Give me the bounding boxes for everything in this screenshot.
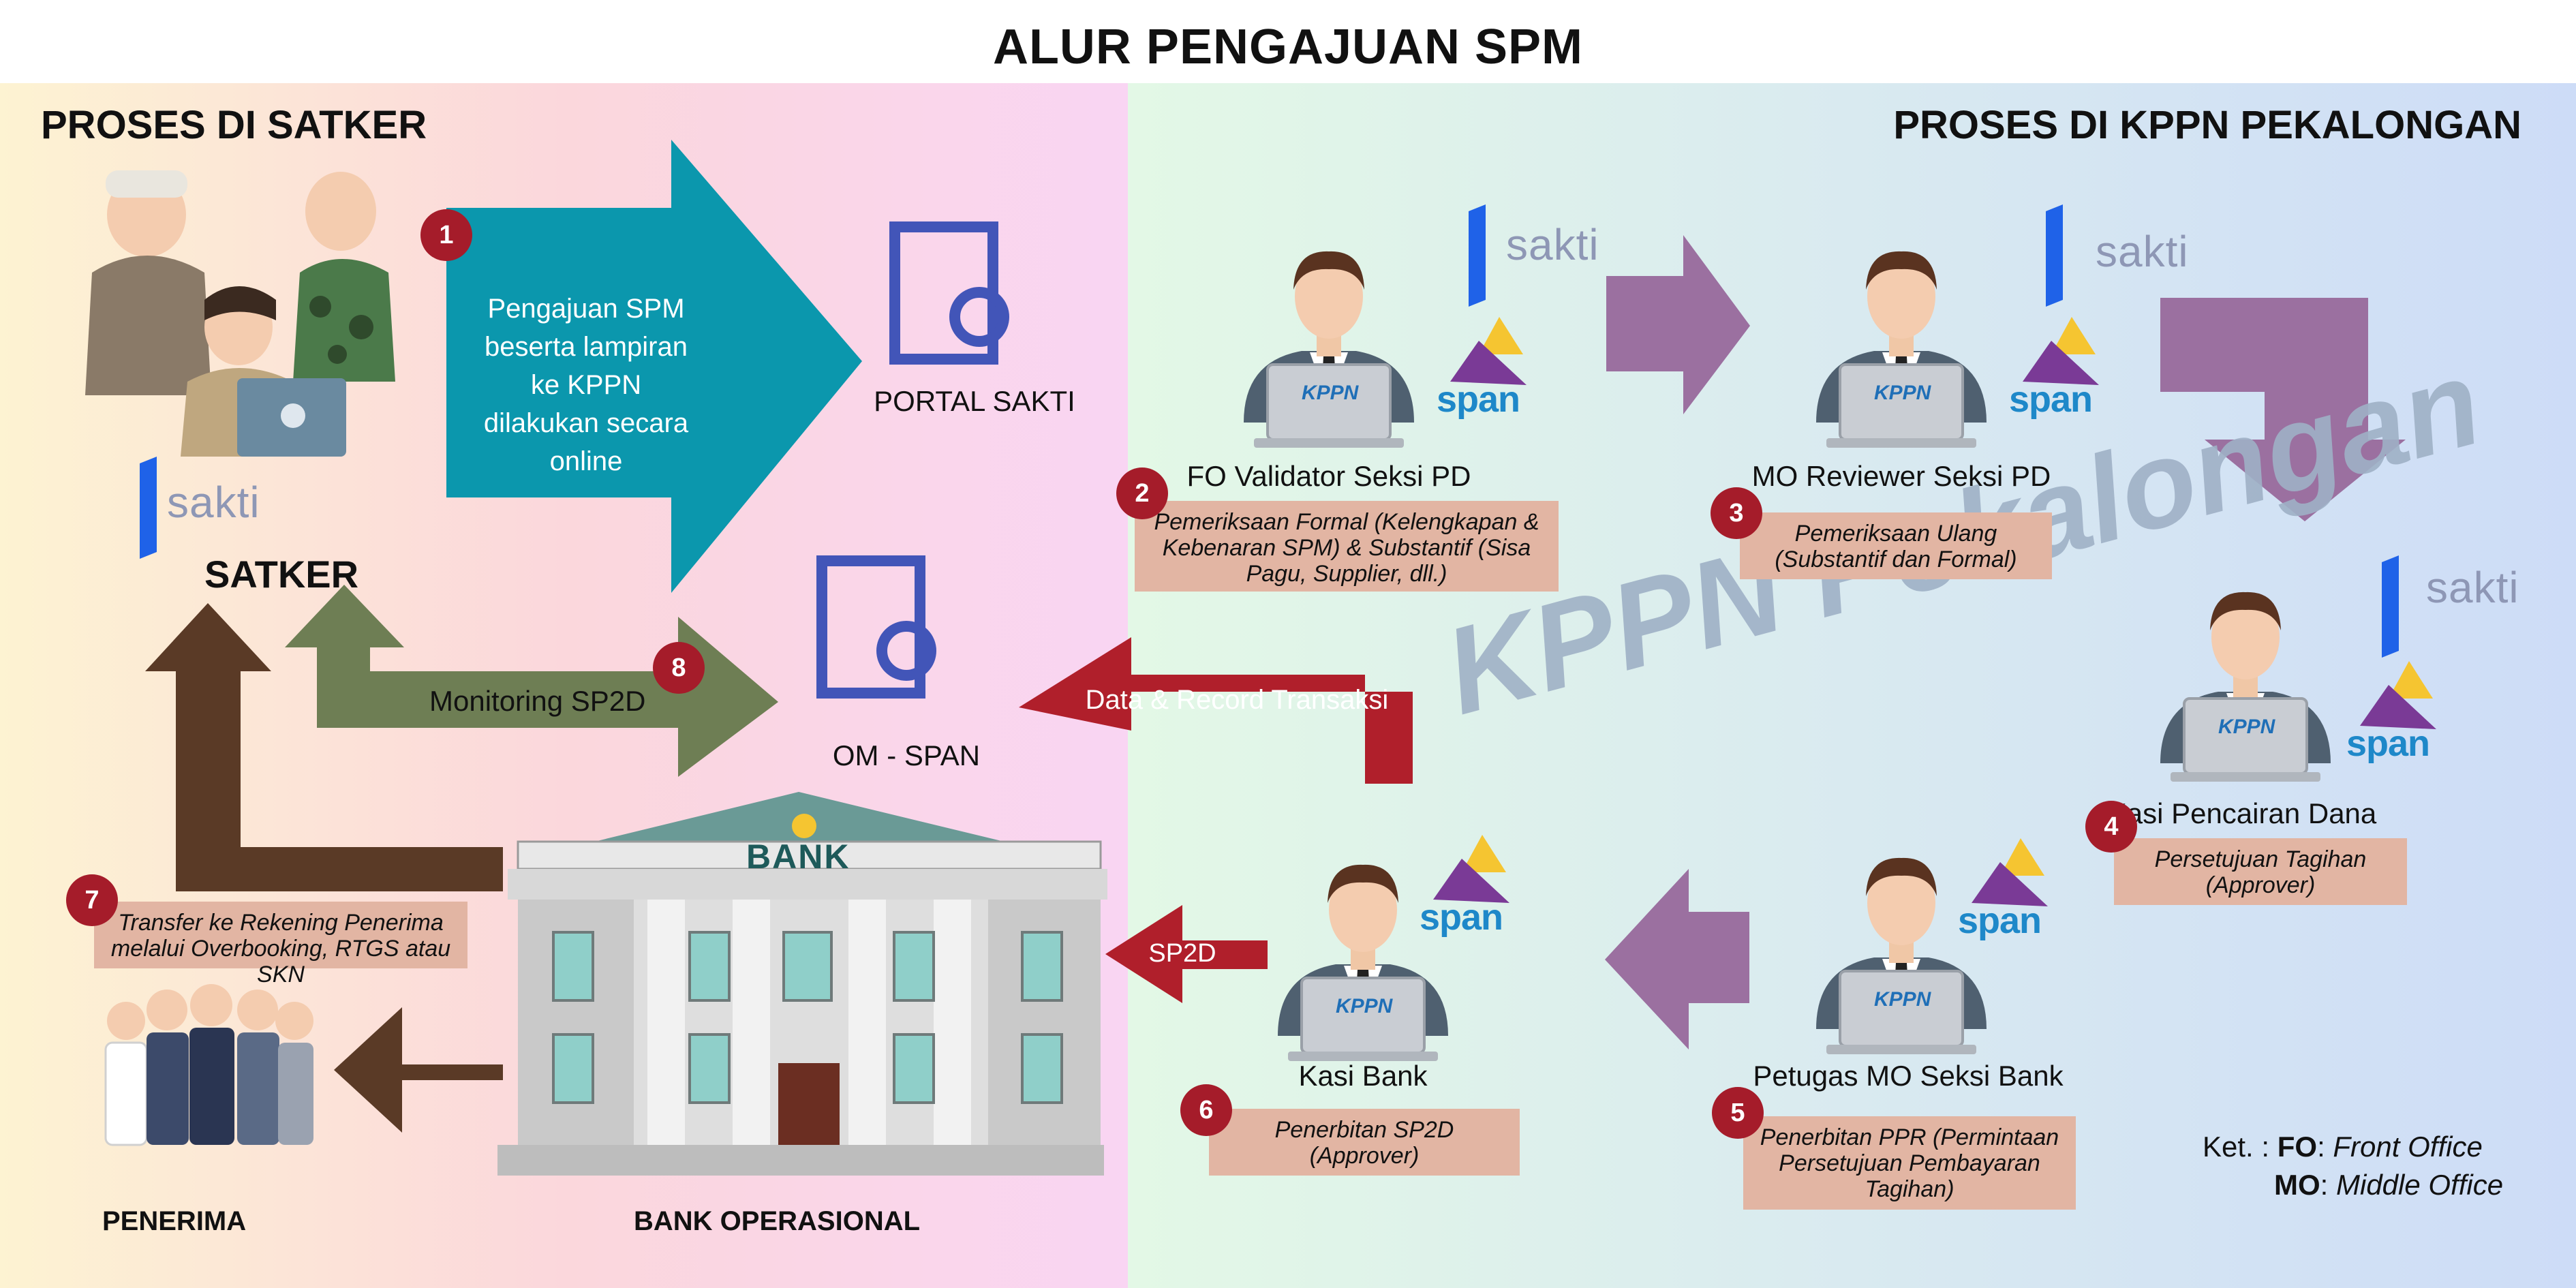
step8-text: Monitoring SP2D [429,685,646,717]
section-kppn: PROSES DI KPPN PEKALONGAN [1893,103,2521,147]
span-logo-kasi-pencairan: span [2346,723,2430,764]
fo-validator-label: FO Validator Seksi PD [1186,460,1471,492]
bank-sign: BANK [746,838,850,876]
legend-prefix: Ket. : [2203,1131,2270,1163]
kppn-logo-kasi-bank: KPPN [1336,995,1393,1017]
step2-badge: 2 [1116,467,1168,519]
step1-badge: 1 [420,209,472,261]
step7-badge: 7 [66,874,118,926]
step4-note: Persetujuan Tagihan (Approver) [2114,838,2407,905]
step5-note: Penerbitan PPR (Permintaan Persetujuan P… [1743,1116,2076,1210]
sakti-logo-mo: sakti [2096,227,2189,276]
legend-fo-abbr: FO [2277,1131,2318,1163]
kppn-logo-petugas: KPPN [1874,988,1931,1011]
sakti-logo-satker: sakti [167,478,260,527]
page-title: ALUR PENGAJUAN SPM [992,20,1584,74]
mo-reviewer-label: MO Reviewer Seksi PD [1751,460,2051,492]
sakti-logo-kasi-pencairan: sakti [2426,563,2519,612]
span-logo-mo: span [2009,379,2093,420]
kppn-panel [1128,83,2576,1288]
step8-badge: 8 [653,642,705,694]
kasi-bank-label: Kasi Bank [1298,1060,1428,1092]
portal-sakti-label: PORTAL SAKTI [874,385,1075,417]
submission-arrow [446,140,862,593]
step5-to-step6-arrow [1605,869,1749,1049]
petugas-mo-bank-label: Petugas MO Seksi Bank [1753,1060,2064,1092]
om-span-label: OM - SPAN [832,739,981,771]
bank-operasional-label: BANK OPERASIONAL [634,1206,921,1236]
legend-mo-text: Middle Office [2336,1169,2504,1201]
data-record-arrow [1019,637,1413,784]
sp2d-label: SP2D [1148,939,1216,968]
legend: Ket. : FO: Front Office MO: Middle Offic… [2203,1131,2504,1201]
title-band [0,0,2576,83]
step4-badge: 4 [2085,801,2137,853]
bank-building-illustration [497,792,1107,1176]
monitoring-arrow [285,585,778,777]
span-logo-marks [1433,317,2436,906]
step7-note: Transfer ke Rekening Penerima melalui Ov… [94,902,467,987]
section-satker: PROSES DI SATKER [41,103,427,147]
step6-note: Penerbitan SP2D (Approver) [1209,1109,1520,1176]
step3-badge: 3 [1711,487,1762,539]
satker-return-arrow [145,603,503,891]
span-logo-kasi-bank: span [1420,897,1503,938]
legend-fo-text: Front Office [2333,1131,2483,1163]
kppn-logo-fo: KPPN [1302,382,1359,404]
step2-note: Pemeriksaan Formal (Kelengkapan & Kebena… [1135,501,1559,592]
sp2d-arrow [1105,905,1268,1003]
to-penerima-arrow [334,1007,503,1133]
penerima-label: PENERIMA [102,1206,247,1236]
data-record-label: Data & Record Transaksi [1085,685,1389,715]
satker-people-illustration [85,170,395,457]
step3-to-step4-arrow [2160,298,2406,521]
kasi-pencairan-label: Kasi Pencairan Dana [2107,797,2377,829]
step1-text: Pengajuan SPM beserta lampiran ke KPPN d… [483,294,689,476]
satker-label: SATKER [204,553,359,596]
legend-mo-abbr: MO [2274,1169,2320,1201]
step6-badge: 6 [1180,1084,1232,1136]
step5-badge: 5 [1712,1087,1764,1139]
penerima-people-illustration [104,984,313,1146]
span-logo-fo: span [1437,379,1520,420]
span-logo-petugas: span [1958,900,2042,941]
step2-to-step3-arrow [1606,235,1750,414]
step3-note: Pemeriksaan Ulang (Substantif dan Formal… [1740,512,2052,579]
sakti-logo-fo: sakti [1506,220,1599,269]
kppn-logo-mo: KPPN [1874,382,1931,404]
kppn-logo-kasi-pencairan: KPPN [2218,716,2275,738]
